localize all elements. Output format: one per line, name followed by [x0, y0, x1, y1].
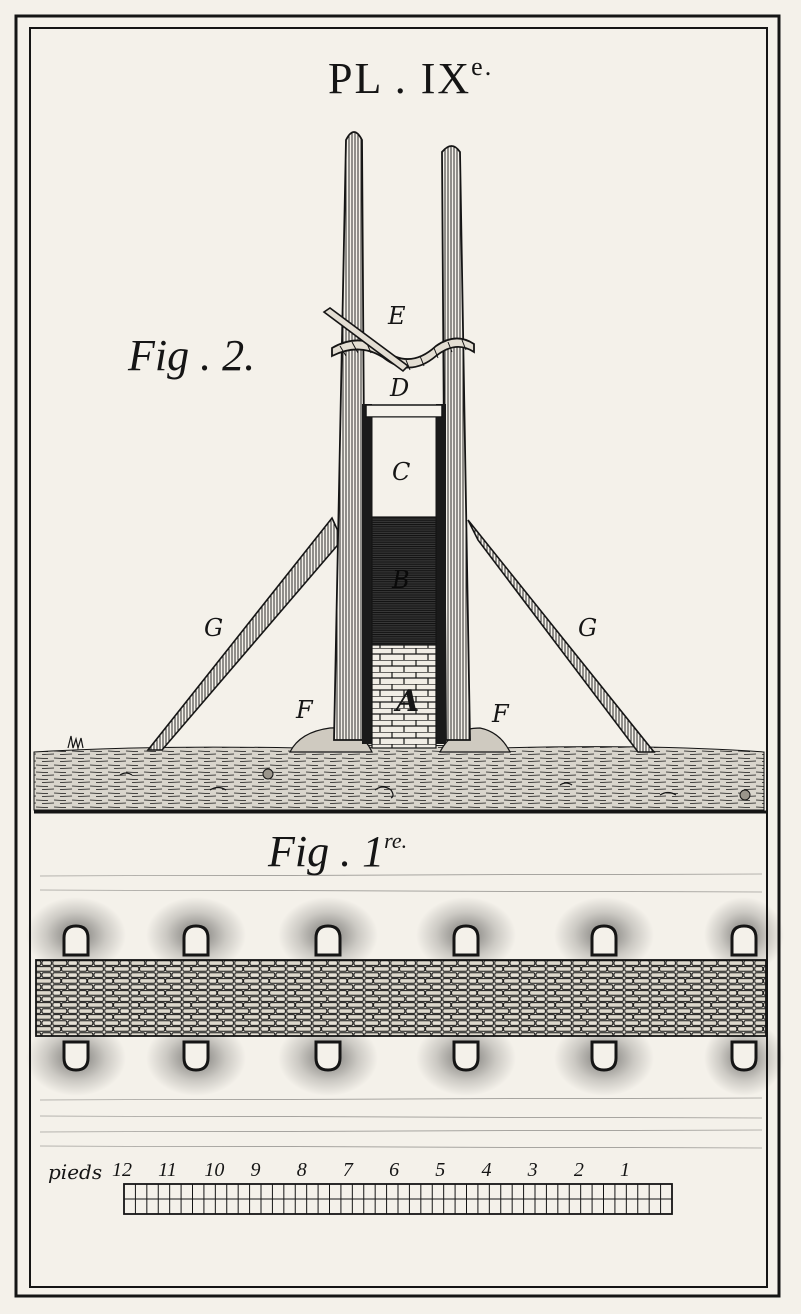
- ground-strip: [33, 744, 765, 811]
- post-right: [441, 145, 471, 741]
- letter-A: A: [396, 684, 420, 719]
- lever-E: [322, 307, 410, 373]
- scale-unit-label: pieds: [48, 1160, 103, 1184]
- scale-number: 2: [573, 1159, 584, 1181]
- letter-G-left: G: [204, 614, 224, 642]
- letter-C: C: [392, 458, 411, 486]
- post-holes-bottom: [62, 1040, 758, 1072]
- scale-number: 8: [296, 1159, 307, 1181]
- fig2-label: Fig . 2.: [128, 331, 256, 380]
- scale-number: 5: [435, 1159, 446, 1181]
- groove-left: [362, 404, 372, 744]
- masonry-A: [371, 644, 437, 749]
- letter-F-left: F: [296, 696, 313, 724]
- scale-bar: [123, 1183, 673, 1215]
- fig2-drawing: [33, 131, 766, 814]
- letter-E: E: [388, 302, 406, 330]
- stone-wall: [35, 959, 767, 1037]
- fig1-drawing: [26, 873, 784, 1149]
- scale-number: 7: [342, 1159, 353, 1181]
- plate-title: PL . IXe.: [328, 52, 494, 103]
- letter-B: B: [392, 566, 410, 594]
- letter-F-right: F: [492, 700, 509, 728]
- fig1-label: Fig . 1re.: [268, 827, 408, 876]
- slot-C: [371, 416, 437, 518]
- letter-G-right: G: [578, 614, 598, 642]
- scale-number: 10: [204, 1159, 225, 1181]
- scale-number: 1: [620, 1159, 630, 1181]
- scale-number: 9: [250, 1159, 261, 1181]
- post-holes-top: [62, 924, 758, 957]
- scale-number: 11: [158, 1159, 177, 1181]
- scale-number: 4: [481, 1159, 492, 1181]
- inner-border: [29, 27, 768, 1288]
- bar-D: [365, 404, 443, 418]
- letter-D: D: [390, 374, 410, 402]
- scale-number: 6: [389, 1159, 400, 1181]
- outer-border: [14, 14, 781, 1298]
- scale-number: 12: [112, 1159, 132, 1181]
- scale-number: 3: [527, 1159, 538, 1181]
- brace-right: [467, 519, 656, 753]
- groove-right: [436, 404, 446, 744]
